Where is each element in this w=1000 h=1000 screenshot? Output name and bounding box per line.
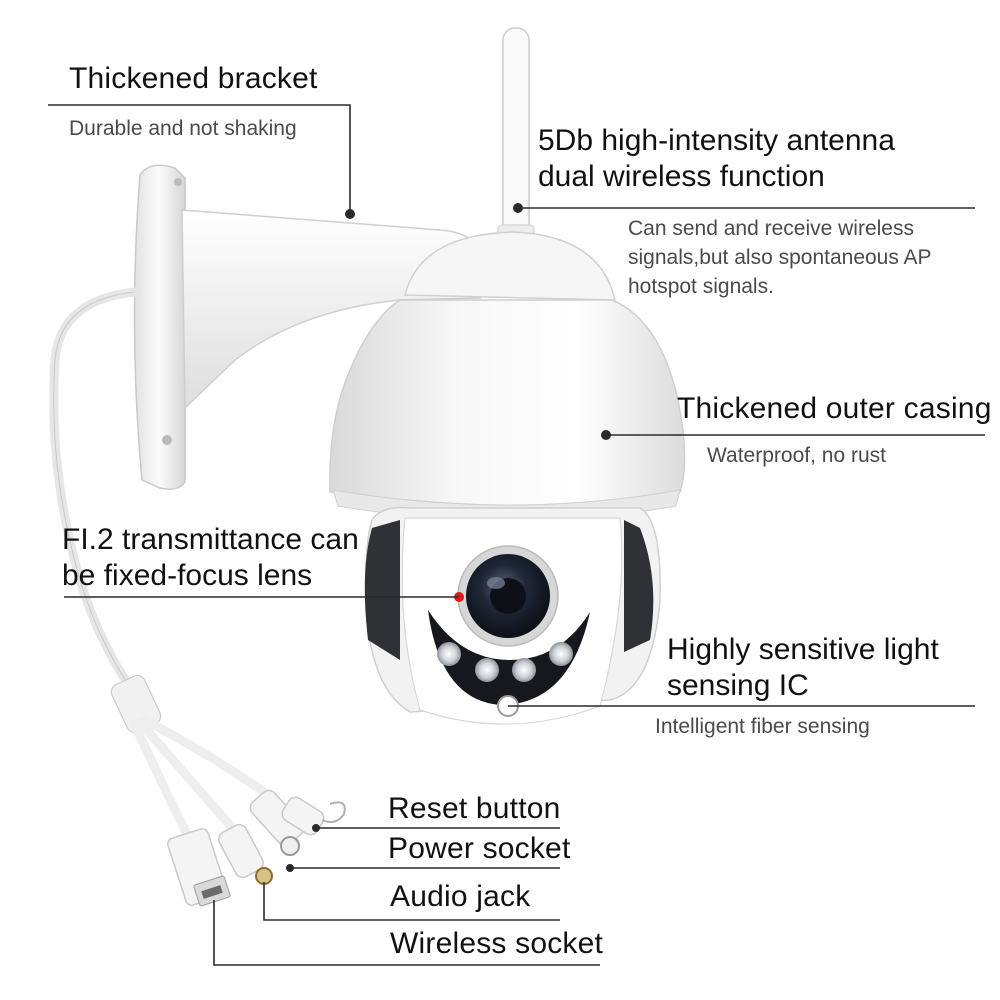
- light-sensor-title-line2: sensing IC: [667, 669, 809, 702]
- bracket-title: Thickened bracket: [69, 62, 318, 95]
- camera-neck: [404, 231, 616, 301]
- leader-dots: [286, 203, 611, 872]
- lens-title: FI.2 transmittance can be fixed-focus le…: [62, 522, 359, 594]
- connectors: [167, 789, 346, 907]
- audio-connector: [218, 823, 273, 885]
- camera-lens: [457, 545, 559, 647]
- leader-bracket: [48, 104, 351, 212]
- lens-title-line1: FI.2 transmittance can: [62, 523, 359, 556]
- wall-plate: [133, 164, 186, 490]
- casing-description: Waterproof, no rust: [707, 444, 886, 467]
- light-sensor-description: Intelligent fiber sensing: [655, 715, 870, 738]
- antenna-desc-line2: signals,but also spontaneous AP: [628, 246, 932, 269]
- antenna-desc-line3: hotspot signals.: [628, 275, 774, 298]
- audio-jack-label: Audio jack: [390, 880, 531, 913]
- leader-audio: [263, 882, 560, 921]
- leader-wireless: [213, 900, 600, 966]
- light-sensor-title-line1: Highly sensitive light: [667, 633, 939, 666]
- cable-bundle: [49, 287, 277, 845]
- ir-led-array: [437, 642, 573, 682]
- antenna-description: Can send and receive wireless signals,bu…: [628, 214, 932, 301]
- power-connector: [249, 789, 305, 856]
- camera-dome: [329, 299, 686, 521]
- reset-button-label: Reset button: [388, 792, 561, 825]
- bracket-arm: [181, 209, 481, 410]
- leader-lines: [48, 104, 985, 966]
- antenna-title-line2: dual wireless function: [538, 160, 825, 193]
- antenna-title: 5Db high-intensity antenna dual wireless…: [538, 123, 895, 195]
- wireless-socket-label: Wireless socket: [390, 927, 604, 960]
- antenna: [497, 27, 535, 248]
- casing-title: Thickened outer casing: [677, 392, 992, 425]
- antenna-desc-line1: Can send and receive wireless: [628, 217, 914, 240]
- power-socket-label: Power socket: [388, 832, 571, 865]
- light-sensor-title: Highly sensitive light sensing IC: [667, 632, 939, 704]
- rj45-connector: [167, 828, 231, 907]
- lens-title-line2: be fixed-focus lens: [62, 559, 313, 592]
- bracket-description: Durable and not shaking: [69, 117, 297, 140]
- antenna-title-line1: 5Db high-intensity antenna: [538, 124, 895, 157]
